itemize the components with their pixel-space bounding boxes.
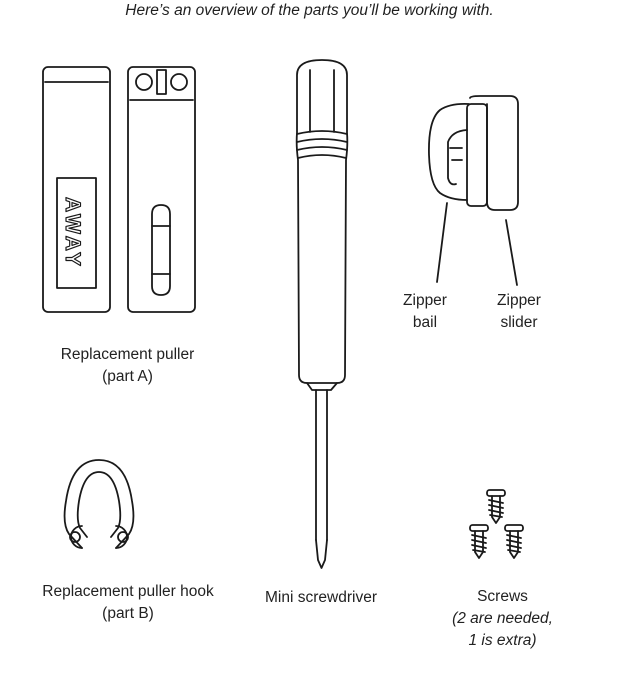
screws-note-1: (2 are needed,: [452, 610, 553, 627]
puller-name: Replacement puller: [60, 346, 195, 363]
hook-name: Replacement puller hook: [42, 583, 214, 600]
puller-hook-drawing: [65, 460, 134, 548]
screws-name: Screws: [477, 588, 528, 605]
label-zipper-slider: Zipper slider: [484, 290, 554, 334]
slider-sub: slider: [500, 314, 538, 331]
label-replacement-puller-hook: Replacement puller hook (part B): [28, 581, 228, 625]
slider-name: Zipper: [497, 292, 541, 309]
screwdriver-drawing: [297, 60, 348, 568]
puller-back-drawing: [128, 67, 195, 312]
label-zipper-bail: Zipper bail: [390, 290, 460, 334]
bail-name: Zipper: [403, 292, 447, 309]
hook-part: (part B): [102, 605, 154, 622]
label-mini-screwdriver: Mini screwdriver: [241, 587, 401, 609]
screwdriver-name: Mini screwdriver: [265, 589, 377, 606]
puller-part: (part A): [102, 368, 153, 385]
bail-sub: bail: [412, 314, 438, 331]
intro-caption: Here’s an overview of the parts you’ll b…: [125, 2, 494, 19]
screws-drawing: [470, 490, 523, 558]
zipper-drawing: [429, 96, 518, 285]
label-screws: Screws (2 are needed, 1 is extra): [430, 586, 575, 652]
screws-note-2: 1 is extra): [468, 632, 537, 649]
label-replacement-puller: Replacement puller (part A): [40, 344, 215, 388]
away-logo: AWAY: [61, 197, 84, 269]
puller-front-drawing: [43, 67, 110, 312]
